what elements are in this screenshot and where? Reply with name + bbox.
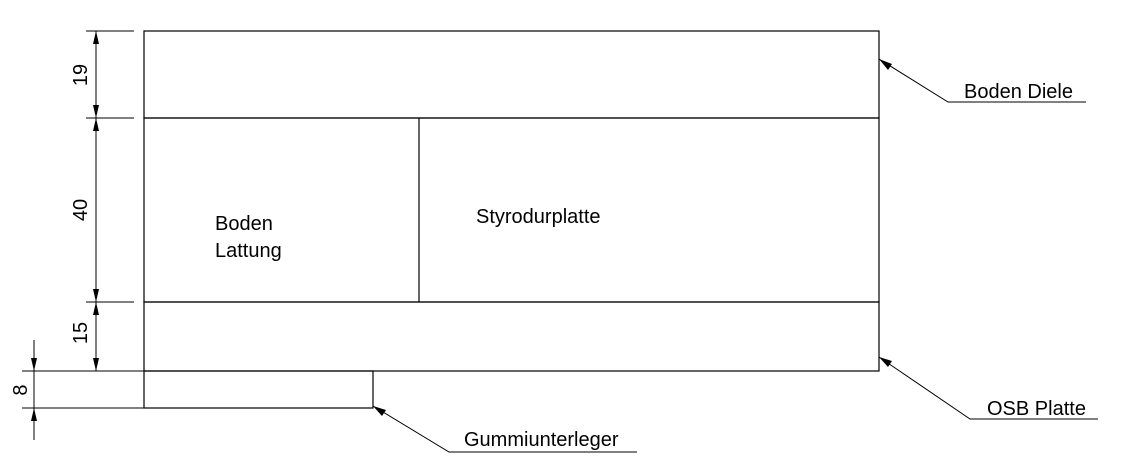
- boden-lattung-label-line1: Boden: [215, 213, 273, 235]
- dimension-label-40: 40: [70, 199, 92, 221]
- leader-osb-platte: [878, 356, 1098, 420]
- arrowhead: [93, 31, 99, 44]
- arrowhead: [879, 357, 892, 367]
- arrowhead: [93, 358, 99, 371]
- leader-gummiunterleger: [372, 405, 637, 453]
- arrowhead: [31, 358, 37, 371]
- boden-diele-layer: [143, 30, 880, 119]
- gummiunterleger-layer: [143, 370, 374, 409]
- arrowhead: [373, 406, 386, 416]
- leader-boden-diele: [878, 58, 1086, 103]
- gummiunterleger-label: Gummiunterleger: [464, 429, 619, 451]
- boden-diele-label: Boden Diele: [964, 81, 1073, 103]
- arrowhead: [31, 408, 37, 421]
- osb-platte-layer: [143, 301, 880, 372]
- dimension-label-8: 8: [10, 384, 32, 395]
- dimension-label-19: 19: [70, 64, 92, 86]
- arrowhead: [93, 289, 99, 302]
- arrowhead: [93, 118, 99, 131]
- dimension-label-15: 15: [70, 322, 92, 344]
- arrowhead: [93, 105, 99, 118]
- styrodurplatte-label: Styrodurplatte: [476, 206, 601, 228]
- boden-lattung-label-line2: Lattung: [215, 240, 282, 262]
- arrowhead: [93, 302, 99, 315]
- arrowhead: [879, 59, 892, 70]
- osb-platte-label: OSB Platte: [987, 398, 1086, 420]
